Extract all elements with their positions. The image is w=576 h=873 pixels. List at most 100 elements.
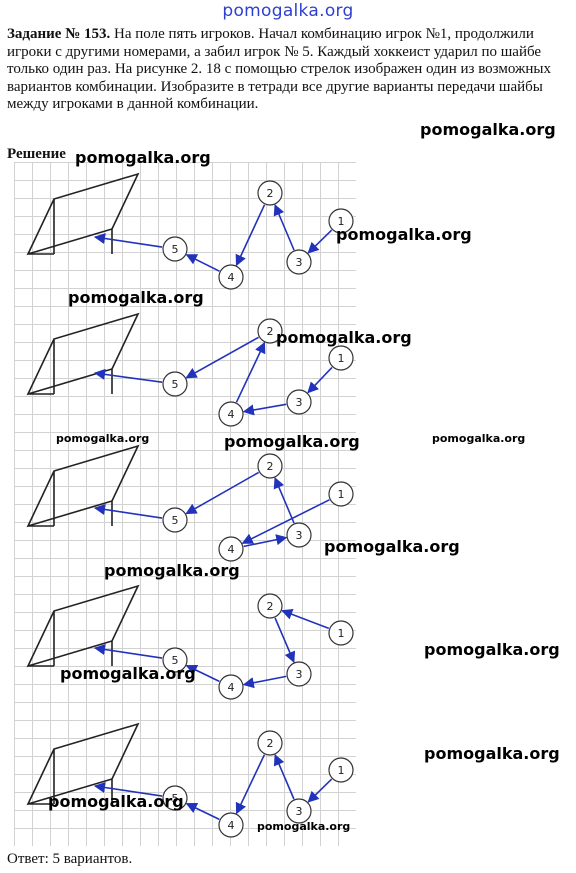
player-number: 4 [228,271,235,284]
watermark: pomogalka.org [56,432,150,445]
watermark: pomogalka.org [257,820,351,833]
pass-arrow [185,336,259,379]
pass-arrow [274,617,296,664]
player-number: 3 [296,529,303,542]
watermark: pomogalka.org [424,640,560,659]
player-circle [218,264,244,290]
goal-net [26,722,140,806]
player-number: 1 [338,488,345,501]
goal-net [26,444,140,528]
watermark: pomogalka.org [60,664,196,683]
player-number: 2 [267,737,274,750]
player-number: 5 [172,378,179,391]
player-number: 3 [296,396,303,409]
problem-statement: Задание № 153. На поле пять игроков. Нач… [7,26,573,114]
pass-arrow [307,778,333,803]
watermark: pomogalka.org [420,120,556,139]
player-circle [162,507,188,533]
goal-net [26,584,140,668]
watermark: pomogalka.org [432,432,526,445]
watermark: pomogalka.org [224,432,360,451]
player-number: 4 [228,408,235,421]
pass-arrow [235,341,266,403]
player-circle [257,730,283,756]
player-number: 3 [296,256,303,269]
pass-arrow [235,754,266,815]
player-circle [286,661,312,687]
player-number: 1 [338,352,345,365]
pass-arrow [235,204,266,267]
player-number: 5 [172,654,179,667]
watermark: pomogalka.org [48,792,184,811]
player-circle [328,481,354,507]
pass-arrow [307,229,333,254]
pass-arrow [185,254,220,272]
player-number: 4 [228,819,235,832]
pass-arrow [185,664,220,683]
player-circle [328,208,354,234]
player-circle [162,236,188,262]
watermark: pomogalka.org [68,288,204,307]
pass-arrow [185,471,260,515]
player-number: 2 [267,325,274,338]
pass-arrow [273,476,295,524]
watermark: pomogalka.org [104,561,240,580]
player-circle [286,798,312,824]
player-circle [218,401,244,427]
player-circle [286,249,312,275]
player-circle [218,812,244,838]
shot-arrow [93,232,163,248]
player-circle [286,522,312,548]
player-number: 5 [172,792,179,805]
player-number: 4 [228,543,235,556]
shot-arrow [93,503,163,519]
player-number: 1 [338,215,345,228]
player-circle [257,180,283,206]
player-circle [218,536,244,562]
pass-arrow [242,403,287,416]
player-number: 1 [338,627,345,640]
player-number: 2 [267,187,274,200]
goal-net [26,172,140,256]
player-circle [328,757,354,783]
watermark: pomogalka.org [324,537,460,556]
player-circle [286,389,312,415]
player-number: 2 [267,600,274,613]
shot-arrow [93,781,163,797]
player-circle [257,453,283,479]
player-number: 2 [267,460,274,473]
site-logo[interactable]: pomogalka.org [222,1,354,21]
graph-paper-grid [14,162,356,846]
watermark: pomogalka.org [336,225,472,244]
shot-arrow [93,368,163,383]
pass-arrow [281,608,330,630]
player-circle [328,620,354,646]
pass-arrow [241,499,330,544]
pass-arrow [273,753,295,800]
player-circle [257,593,283,619]
player-number: 4 [228,681,235,694]
problem-label: Задание № 153. [7,26,111,42]
player-circle [162,371,188,397]
player-circle [328,345,354,371]
player-circle [162,785,188,811]
pass-arrow [243,534,288,548]
player-circle [162,647,188,673]
pass-arrow [242,675,287,689]
pass-arrow [307,366,333,394]
player-number: 3 [296,668,303,681]
problem-text: На поле пять игроков. Начал комбинацию и… [7,26,551,112]
player-circle [218,674,244,700]
player-circle [257,318,283,344]
watermark: pomogalka.org [276,328,412,347]
solution-label: Решение [7,146,66,162]
player-number: 5 [172,514,179,527]
answer-text: Ответ: 5 вариантов. [7,851,133,867]
pass-arrow [185,802,220,821]
watermark: pomogalka.org [75,148,211,167]
pass-arrow [273,203,295,251]
player-number: 5 [172,243,179,256]
shot-arrow [93,643,163,659]
watermark: pomogalka.org [424,744,560,763]
